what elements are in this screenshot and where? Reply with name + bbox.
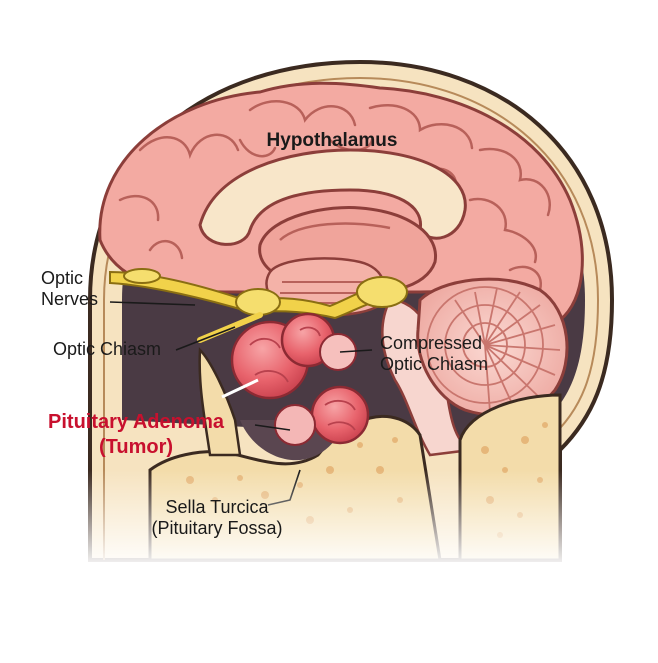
label-sella-line1: Sella Turcica (165, 497, 269, 517)
label-sella-turcica: Sella Turcica (Pituitary Fossa) (132, 497, 302, 539)
bottom-fade (80, 470, 620, 570)
optic-nerves (109, 268, 408, 343)
label-adenoma-line1: Pituitary Adenoma (48, 411, 224, 433)
label-compressed-line2: Optic Chiasm (380, 354, 489, 374)
label-sella-line2: (Pituitary Fossa) (151, 518, 283, 538)
brain-gyri (118, 100, 551, 292)
sphenoid-anterior (198, 347, 242, 457)
cerebellum-folia (426, 286, 561, 413)
pituitary-tumor (230, 312, 370, 446)
label-compressed-line1: Compressed (380, 333, 483, 353)
label-pituitary-adenoma: Pituitary Adenoma (Tumor) (20, 410, 252, 460)
label-hypothalamus: Hypothalamus (266, 130, 398, 151)
label-adenoma-line2: (Tumor) (98, 436, 174, 458)
label-optic-nerves-line1: Optic (41, 268, 84, 288)
label-optic-nerves: Optic Nerves (41, 268, 98, 310)
thalamus-fold (279, 222, 391, 241)
label-compressed-optic-chiasm: Compressed Optic Chiasm (380, 333, 488, 375)
label-optic-nerves-line2: Nerves (41, 289, 99, 309)
label-optic-chiasm: Optic Chiasm (53, 339, 162, 359)
cerebrum (98, 81, 584, 322)
